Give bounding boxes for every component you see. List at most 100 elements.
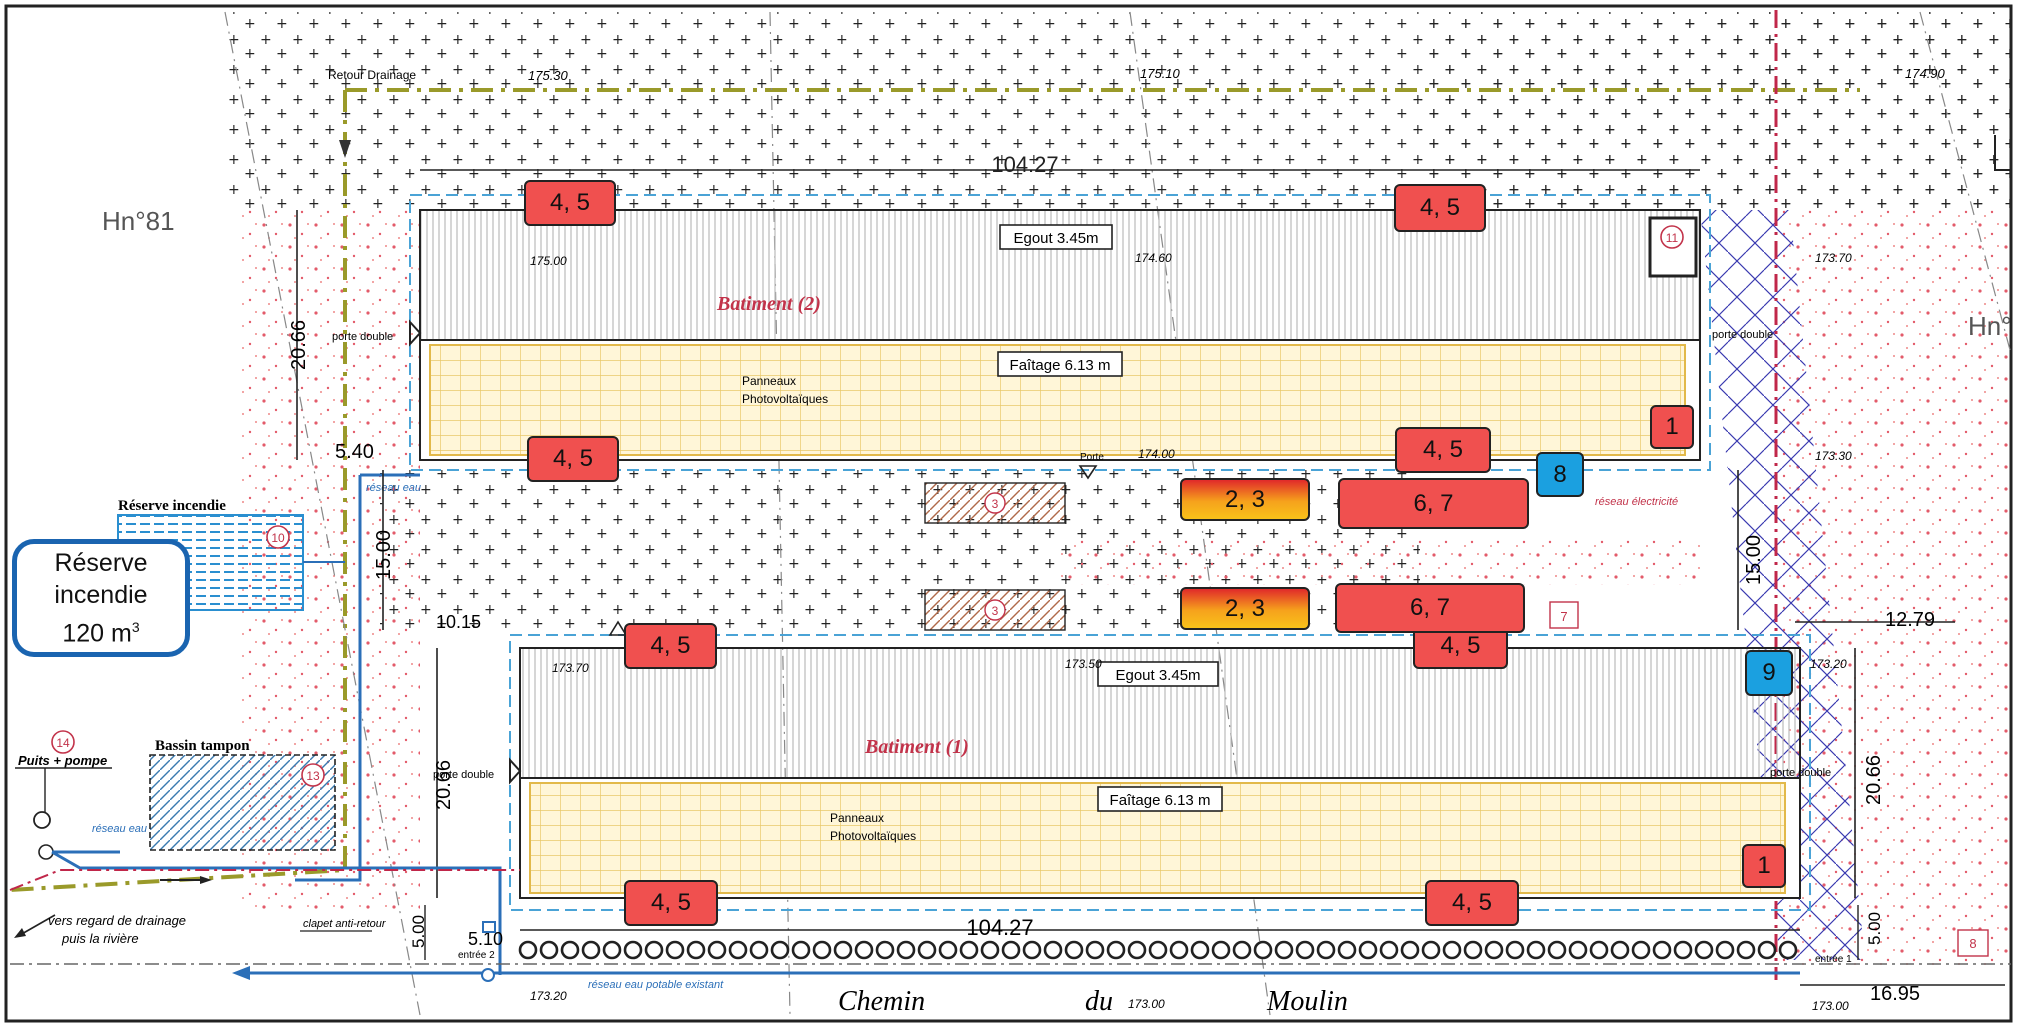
hedge-shrub xyxy=(1610,940,1630,960)
hedge-shrub xyxy=(1169,940,1189,960)
num-11-circle xyxy=(1660,225,1684,249)
hedge-shrub xyxy=(1274,940,1294,960)
hedge-shrub xyxy=(1295,940,1315,960)
batiment-1-elev-mid: 173.50 xyxy=(1065,657,1102,671)
reserve-incendie-callout: Réserve incendie 120 m3 xyxy=(12,539,190,657)
num-7-box xyxy=(1549,601,1579,629)
hedge-shrub xyxy=(581,940,601,960)
batiment-1-porte-left: porte double xyxy=(433,769,494,781)
batiment-1-panels-2: Photovoltaïques xyxy=(830,829,916,843)
batiment-1-faitage-box xyxy=(1097,786,1223,812)
hedge-shrub xyxy=(1358,940,1378,960)
hedge-shrub xyxy=(1778,940,1798,960)
marker-2-3-a: 2, 3 xyxy=(1180,478,1310,521)
drainage-line xyxy=(9,88,1860,892)
hedge-shrub xyxy=(539,940,559,960)
batiment-2-depth: 20.66 xyxy=(288,320,310,370)
hedge-shrub xyxy=(980,940,1000,960)
marker-8: 8 xyxy=(1536,452,1584,497)
hedge-shrub xyxy=(791,940,811,960)
batiment-2-elev-low: 174.00 xyxy=(1138,447,1175,461)
neighbor-right-label: Hn° xyxy=(1968,311,2012,341)
hedge-shrub xyxy=(1526,940,1546,960)
num-3-upper-circle xyxy=(984,492,1006,514)
num-11: 11 xyxy=(1666,231,1679,245)
water-pipe xyxy=(51,850,502,975)
hedge-shrub xyxy=(1589,940,1609,960)
batiment-1-egout-box xyxy=(1097,661,1219,687)
batiment-1-name: Batiment (1) xyxy=(864,736,969,758)
hedge-shrub xyxy=(1631,940,1651,960)
reseau-eau-label: réseau eau xyxy=(366,482,421,494)
regard-line-1: vers regard de drainage xyxy=(48,913,186,928)
batiment-1-elev-right: 173.20 xyxy=(1810,657,1847,671)
marker-4-5-c: 4, 5 xyxy=(527,436,619,482)
hedge-shrub xyxy=(770,940,790,960)
num-14-circle xyxy=(51,730,75,754)
marker-4-5-a: 4, 5 xyxy=(524,180,616,226)
num-7: 7 xyxy=(1560,609,1567,624)
dim-15-left: 15.00 xyxy=(373,530,395,580)
hedge-shrub xyxy=(1400,940,1420,960)
marker-4-5-g: 4, 5 xyxy=(624,880,718,926)
hedge-shrub xyxy=(1337,940,1357,960)
hedge-shrub xyxy=(1022,940,1042,960)
elev-top-3: 174.90 xyxy=(1905,66,1946,81)
dim-5-00-right: 5.00 xyxy=(1865,912,1884,945)
batiment-1-porte-right: porte double xyxy=(1770,767,1831,779)
batiment-1-elev-left: 173.70 xyxy=(552,661,589,675)
marker-4-5-e: 4, 5 xyxy=(624,623,717,669)
regard-line-2: puis la rivière xyxy=(61,931,139,946)
entree-2-label: entrée 2 xyxy=(458,950,495,961)
num-3-lower: 3 xyxy=(992,604,999,618)
batiment-2-egout: Egout 3.45m xyxy=(1013,230,1098,247)
hedge-shrub xyxy=(833,940,853,960)
hedge-shrub xyxy=(812,940,832,960)
hedge-shrub xyxy=(749,940,769,960)
hedge-shrub xyxy=(686,940,706,960)
num-8: 8 xyxy=(1969,936,1976,951)
num-13-circle xyxy=(301,763,325,787)
hedge-shrub xyxy=(938,940,958,960)
middle-speckle-area xyxy=(1060,535,1700,585)
hedge-shrub xyxy=(917,940,937,960)
porte-left-symbol xyxy=(409,319,422,347)
hedge-shrub xyxy=(707,940,727,960)
porte-1-symbol xyxy=(608,620,628,636)
marker-1-b: 1 xyxy=(1742,844,1786,888)
batiment-2-panels-2: Photovoltaïques xyxy=(742,392,828,406)
hedge-shrub xyxy=(1484,940,1504,960)
pompe-symbol xyxy=(38,844,54,860)
puits-label: Puits + pompe xyxy=(18,753,107,768)
reseau-eau-2-label: réseau eau xyxy=(92,823,147,835)
right-edge-bracket xyxy=(1994,135,2011,171)
hedge-shrub xyxy=(1001,940,1021,960)
vanne-symbol xyxy=(482,921,496,933)
hedge-shrub xyxy=(1148,940,1168,960)
hedge-shrub xyxy=(1421,940,1441,960)
road-word-1: Chemin xyxy=(838,986,925,1017)
hedge-row xyxy=(518,940,1798,960)
entree-1-label: entrée 1 xyxy=(1815,954,1852,965)
hedge-shrub xyxy=(1127,940,1147,960)
batiment-2-porte-right: porte double xyxy=(1712,329,1773,341)
batiment-1-depth-right: 20.66 xyxy=(1863,755,1885,805)
callout-line-2: incendie xyxy=(54,580,148,609)
drainage-arrow xyxy=(339,140,351,158)
elev-right-2: 173.30 xyxy=(1815,449,1852,463)
dim-5-10: 5.10 xyxy=(468,929,503,949)
hedge-shrub xyxy=(875,940,895,960)
batiment-2-porte-left: porte double xyxy=(332,331,393,343)
hedge-shrub xyxy=(1547,940,1567,960)
hedge-shrub xyxy=(1064,940,1084,960)
porte-left-1-symbol xyxy=(509,757,522,785)
hedge-shrub xyxy=(1736,940,1756,960)
hedge-shrub xyxy=(1442,940,1462,960)
callout-line-3: 120 m3 xyxy=(62,618,140,648)
callout-line-1: Réserve xyxy=(54,548,148,577)
hedge-shrub xyxy=(1043,940,1063,960)
batiment-2-egout-box xyxy=(999,224,1113,250)
hedge-shrub xyxy=(602,940,622,960)
puits-symbol xyxy=(33,811,51,829)
dim-bottom-length: 104.27 xyxy=(966,915,1033,940)
